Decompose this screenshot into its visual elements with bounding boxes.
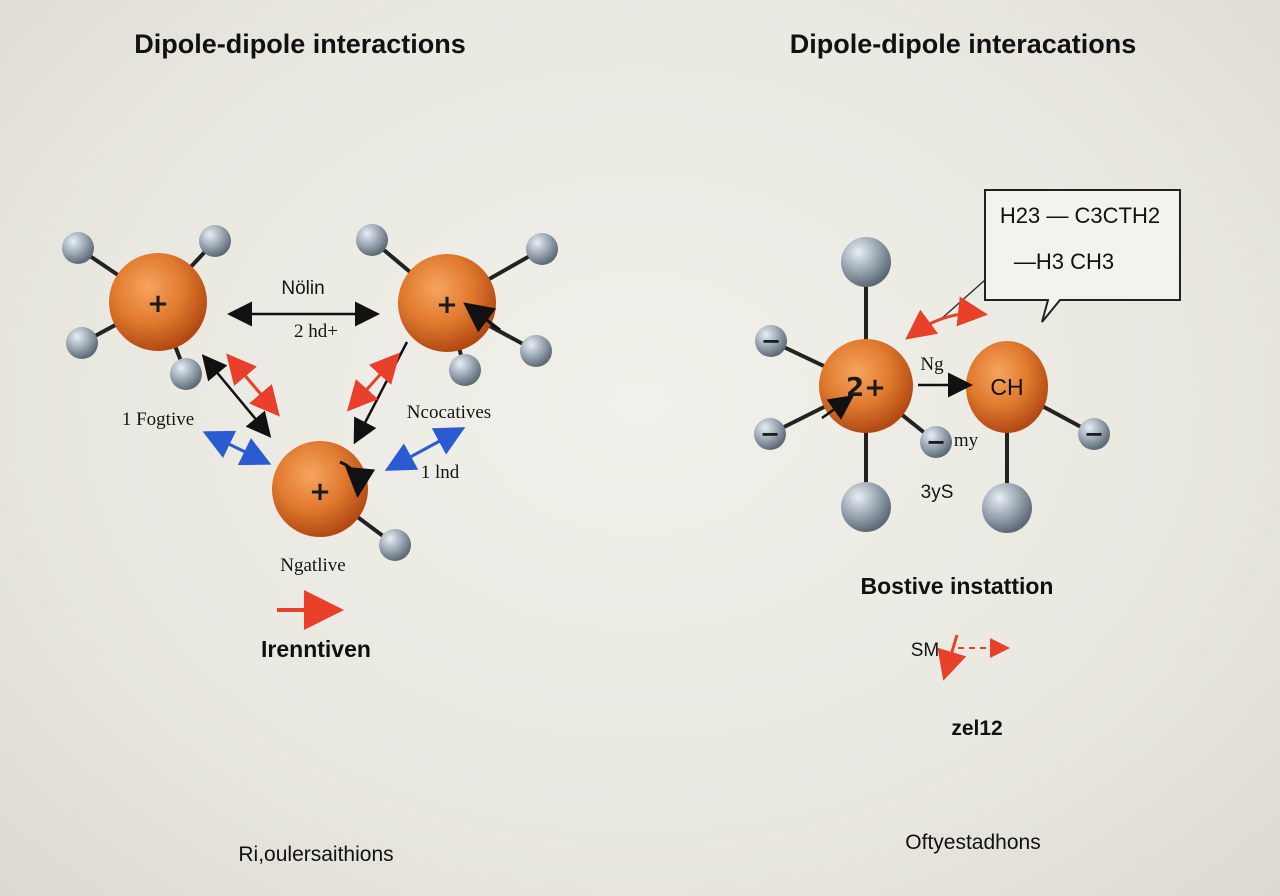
left-arrows — [201, 301, 466, 630]
hydrogen-atom — [62, 232, 94, 264]
hydrogen-atom — [982, 483, 1032, 533]
sm-label: SM — [911, 640, 940, 661]
label-top-2: 2 hd+ — [294, 321, 338, 342]
svg-text:−: − — [926, 428, 946, 456]
central-molecule: − − 2+ − — [754, 237, 952, 532]
label-my: my — [954, 430, 979, 451]
hydrogen-atom — [356, 224, 388, 256]
label-right-2: 1 lnd — [421, 462, 460, 483]
plus-sign: + — [436, 290, 458, 320]
red-arrow — [937, 634, 967, 681]
negative-atom — [920, 426, 952, 458]
hydrogen-atom — [170, 358, 202, 390]
central-atom-label: 2+ — [846, 373, 886, 403]
label-right: Ncocatives — [407, 402, 491, 423]
negative-atom — [1078, 418, 1110, 450]
hydrogen-atom — [199, 225, 231, 257]
hydrogen-atom — [841, 482, 891, 532]
positive-atom — [109, 253, 207, 351]
right-arrows — [905, 296, 1010, 681]
zel-label: zel12 — [951, 717, 1002, 740]
molecule-c: + — [272, 441, 411, 561]
ch-atom — [966, 341, 1048, 433]
label-top-1: Nölin — [281, 278, 324, 299]
left-bottom-heading: Irenntiven — [261, 636, 371, 662]
svg-text:−: − — [1084, 420, 1104, 448]
left-footer: Ri,oulersaithions — [238, 843, 393, 866]
negative-atom — [754, 418, 786, 450]
formula-line-1: H23 — C3CTH2 — [1000, 203, 1160, 228]
hydrogen-atom — [526, 233, 558, 265]
arrow-label: Ng — [920, 354, 944, 375]
molecule-a: + — [62, 225, 231, 390]
black-double-arrow — [201, 354, 272, 438]
right-footer: Oftyestadhons — [905, 831, 1040, 854]
negative-atom — [755, 325, 787, 357]
red-double-arrow — [226, 353, 280, 417]
formula-line-2: —H3 CH3 — [1014, 249, 1114, 274]
svg-text:−: − — [760, 420, 780, 448]
right-heading: Bostive instattion — [861, 573, 1054, 599]
left-title: Dipole-dipole interactions — [134, 29, 466, 59]
label-left: 1 Fogtive — [122, 409, 194, 430]
molecule-b: + — [356, 224, 558, 386]
right-title: Dipole-dipole interacations — [790, 29, 1137, 59]
hydrogen-atom — [379, 529, 411, 561]
ch-molecule: − CH — [966, 341, 1110, 533]
red-double-arrow — [346, 352, 401, 412]
blue-double-arrow — [202, 430, 272, 466]
hydrogen-atom — [449, 354, 481, 386]
hydrogen-atom — [520, 335, 552, 367]
formula-callout: H23 — C3CTH2 —H3 CH3 — [939, 189, 1181, 323]
red-curved-arrow — [905, 296, 988, 340]
plus-sign: + — [147, 289, 169, 319]
svg-text:−: − — [761, 327, 781, 355]
label-3ys: 3yS — [921, 482, 954, 503]
ch-atom-label: CH — [990, 374, 1023, 400]
blue-double-arrow — [384, 427, 466, 471]
label-bottom: Ngatlive — [280, 555, 345, 576]
plus-sign: + — [309, 477, 331, 507]
hydrogen-atom — [66, 327, 98, 359]
hydrogen-atom — [841, 237, 891, 287]
